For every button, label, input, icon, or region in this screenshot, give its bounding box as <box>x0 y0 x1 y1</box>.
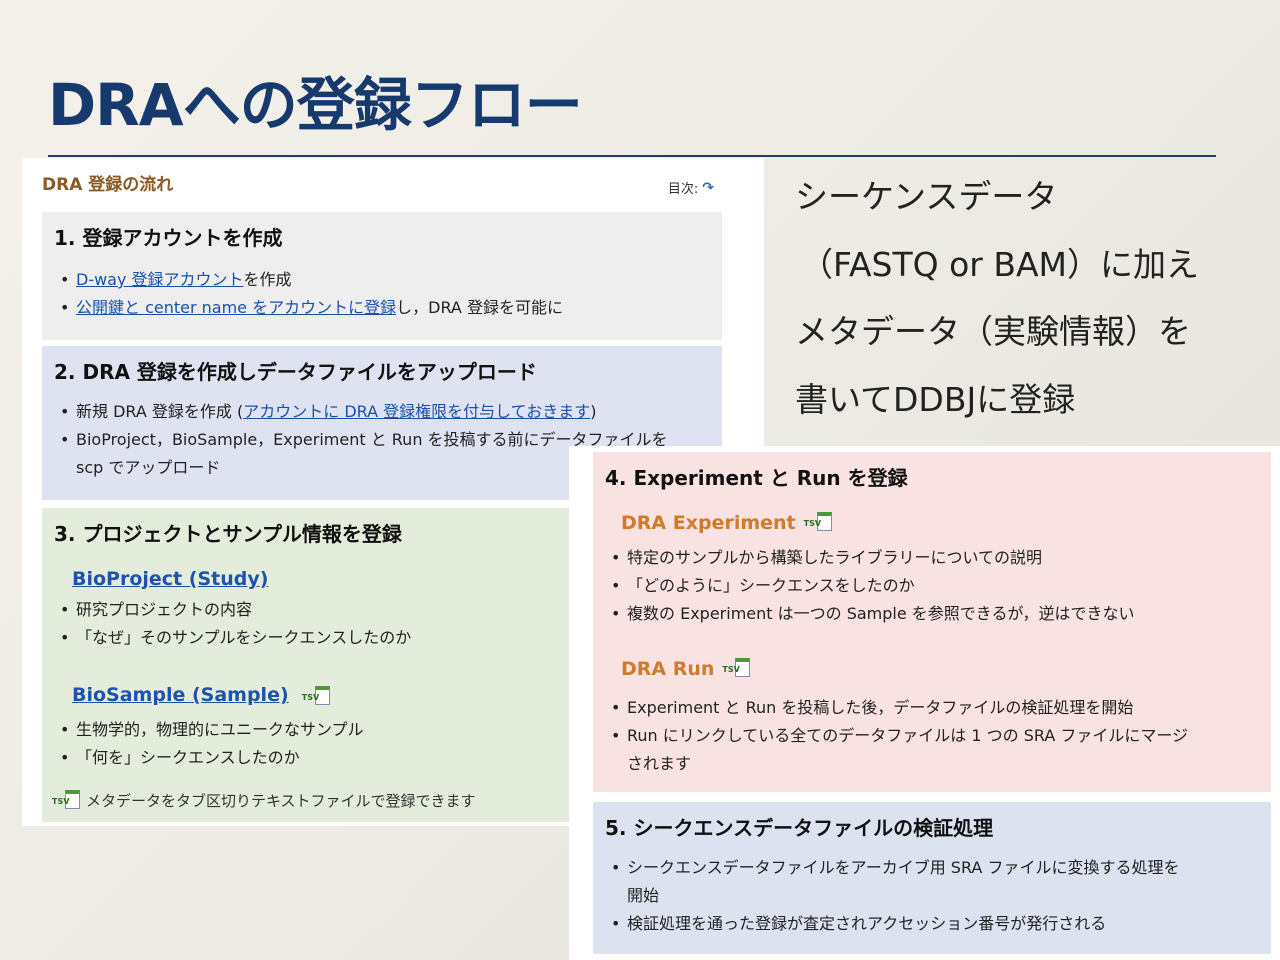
biosample-link[interactable]: BioSample (Sample) <box>72 684 289 706</box>
refresh-arrow-icon: ↷ <box>702 179 714 196</box>
tsv-icon-text: TSV <box>301 692 320 702</box>
list-item: 特定のサンプルから構築したライブラリーについての説明 <box>607 544 1135 572</box>
dra-flow-panel-right: 4. Experiment と Run を登録 DRA Experiment T… <box>569 446 1280 960</box>
toc-link[interactable]: 目次: ↷ <box>667 178 714 198</box>
step1-box: 1. 登録アカウントを作成 D-way 登録アカウントを作成 公開鍵と cent… <box>42 212 722 340</box>
step2-title: 2. DRA 登録を作成しデータファイルをアップロード <box>54 360 537 384</box>
list-item: Run にリンクしている全てのデータファイルは 1 つの SRA ファイルにマー… <box>607 722 1267 778</box>
list-item-text: シークエンスデータファイルをアーカイブ用 SRA ファイルに変換する処理を <box>627 858 1180 877</box>
tsv-file-icon[interactable]: TSV <box>301 685 330 706</box>
run-list: Experiment と Run を投稿した後，データファイルの検証処理を開始 … <box>607 694 1267 778</box>
list-item-text: ) <box>590 402 597 421</box>
public-key-link[interactable]: 公開鍵と center name をアカウントに登録 <box>76 298 397 317</box>
bioproject-list: 研究プロジェクトの内容 「なぜ」そのサンプルをシークエンスしたのか <box>56 596 411 652</box>
step5-box: 5. シークエンスデータファイルの検証処理 シークエンスデータファイルをアーカイ… <box>593 802 1271 954</box>
list-item-text: Run にリンクしている全てのデータファイルは 1 つの SRA ファイルにマー… <box>627 726 1189 745</box>
list-item: D-way 登録アカウントを作成 <box>56 266 563 294</box>
list-item: 検証処理を通った登録が査定されアクセッション番号が発行される <box>607 910 1267 938</box>
step1-title: 1. 登録アカウントを作成 <box>54 226 283 250</box>
dra-experiment-title: DRA Experiment <box>621 512 796 534</box>
biosample-heading: BioSample (Sample) TSV <box>72 684 330 706</box>
title-divider <box>48 155 1216 157</box>
tsv-note: TSV メタデータをタブ区切りテキストファイルで登録できます <box>52 789 476 811</box>
slide-title: DRAへの登録フロー <box>48 71 583 139</box>
list-item: Experiment と Run を投稿した後，データファイルの検証処理を開始 <box>607 694 1267 722</box>
list-item-text: 新規 DRA 登録を作成 ( <box>76 402 244 421</box>
step4-title: 4. Experiment と Run を登録 <box>605 466 908 490</box>
experiment-list: 特定のサンプルから構築したライブラリーについての説明 「どのように」シークエンス… <box>607 544 1135 628</box>
tsv-file-icon[interactable]: TSV <box>803 512 832 532</box>
list-item: 公開鍵と center name をアカウントに登録し，DRA 登録を可能に <box>56 294 563 322</box>
step2-list: 新規 DRA 登録を作成 (アカウントに DRA 登録権限を付与しておきます) … <box>56 398 716 482</box>
list-item-text: を作成 <box>243 270 292 289</box>
list-item: 「なぜ」そのサンプルをシークエンスしたのか <box>56 624 411 652</box>
list-item: 生物学的，物理的にユニークなサンプル <box>56 716 364 744</box>
toc-label: 目次: <box>667 182 699 197</box>
list-item: 「どのように」シークエンスをしたのか <box>607 572 1135 600</box>
dra-permission-link[interactable]: アカウントに DRA 登録権限を付与しておきます <box>243 402 591 421</box>
list-item-text: されます <box>627 754 692 773</box>
list-item: 研究プロジェクトの内容 <box>56 596 411 624</box>
tsv-icon-text: TSV <box>52 796 70 806</box>
list-item-text: 開始 <box>627 886 660 905</box>
list-item: 複数の Experiment は一つの Sample を参照できるが，逆はできな… <box>607 600 1135 628</box>
dway-account-link[interactable]: D-way 登録アカウント <box>76 270 244 289</box>
tsv-file-icon[interactable]: TSV <box>722 658 751 678</box>
panel-heading: DRA 登録の流れ <box>42 175 174 195</box>
dra-experiment-heading: DRA Experiment TSV <box>621 512 832 534</box>
step5-title: 5. シークエンスデータファイルの検証処理 <box>605 816 994 840</box>
tsv-file-icon: TSV <box>52 789 80 810</box>
list-item-text: BioProject，BioSample，Experiment と Run を投… <box>76 430 668 449</box>
list-item: 「何を」シークエンスしたのか <box>56 744 364 772</box>
step3-title: 3. プロジェクトとサンプル情報を登録 <box>54 522 402 546</box>
list-item: 新規 DRA 登録を作成 (アカウントに DRA 登録権限を付与しておきます) <box>56 398 716 426</box>
side-text-line1: シーケンスデータ <box>795 177 1058 216</box>
list-item-text: scp でアップロード <box>76 458 221 477</box>
list-item-text: し，DRA 登録を可能に <box>396 298 563 317</box>
list-item: BioProject，BioSample，Experiment と Run を投… <box>56 426 716 482</box>
tsv-note-text: メタデータをタブ区切りテキストファイルで登録できます <box>86 792 476 810</box>
step1-list: D-way 登録アカウントを作成 公開鍵と center name をアカウント… <box>56 266 563 322</box>
dra-run-title: DRA Run <box>621 658 715 680</box>
tsv-icon-text: TSV <box>722 665 740 674</box>
side-text-line2: （FASTQ or BAM）に加え <box>800 245 1200 284</box>
step5-list: シークエンスデータファイルをアーカイブ用 SRA ファイルに変換する処理を開始 … <box>607 854 1267 938</box>
dra-run-heading: DRA Run TSV <box>621 658 751 680</box>
side-text-line4: 書いてDDBJに登録 <box>795 380 1076 419</box>
tsv-icon-text: TSV <box>803 519 822 528</box>
side-text-line3: メタデータ（実験情報）を <box>795 312 1191 351</box>
bioproject-link[interactable]: BioProject (Study) <box>72 568 269 590</box>
biosample-list: 生物学的，物理的にユニークなサンプル 「何を」シークエンスしたのか <box>56 716 364 772</box>
step4-box: 4. Experiment と Run を登録 DRA Experiment T… <box>593 452 1271 792</box>
